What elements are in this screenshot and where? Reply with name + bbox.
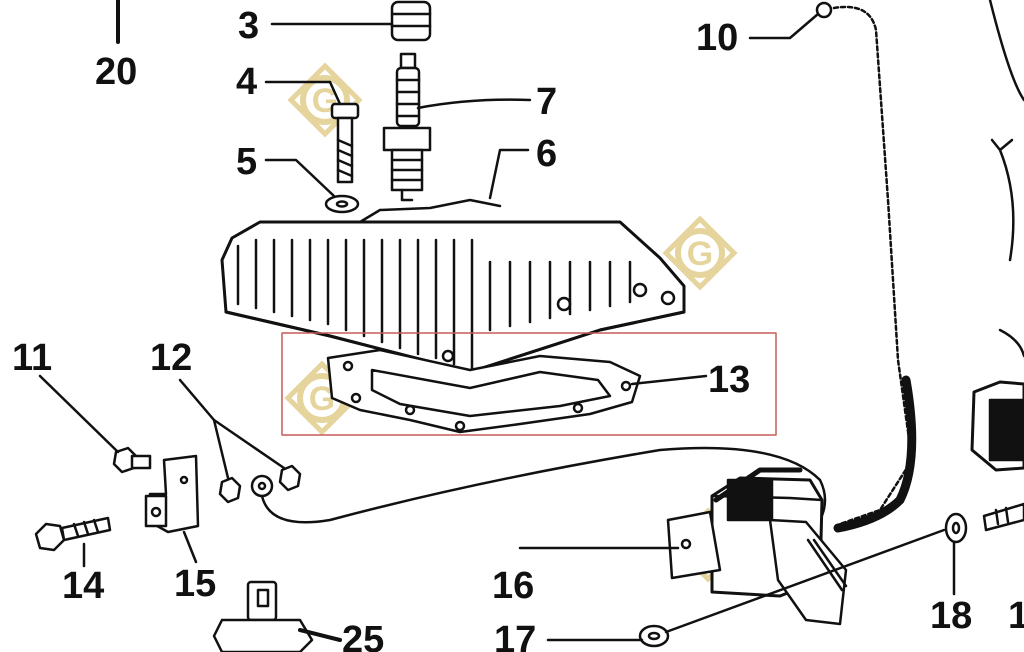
callout-14: 14 xyxy=(62,565,104,607)
leader-line-13 xyxy=(630,374,708,386)
callout-7: 7 xyxy=(536,81,557,123)
part-coil-nut xyxy=(546,528,946,648)
leader-line-6 xyxy=(488,148,530,200)
part-long-bolt xyxy=(34,516,112,568)
callout-6: 6 xyxy=(536,133,557,175)
part-bolt xyxy=(264,80,360,184)
callout-10: 10 xyxy=(696,17,738,59)
leader-line-5 xyxy=(264,158,336,198)
part-washer xyxy=(264,158,360,214)
leader-line-12b xyxy=(212,418,286,470)
callout-15: 15 xyxy=(174,563,216,605)
callout-13: 13 xyxy=(708,359,750,401)
leader-line-7 xyxy=(416,98,532,110)
part-gasket xyxy=(326,348,708,434)
part-right-edge-assembly xyxy=(970,0,1024,472)
callout-5: 5 xyxy=(236,141,257,183)
highlight-box-part-13 xyxy=(281,332,777,436)
part-spark-plug xyxy=(382,52,532,202)
callout-4: 4 xyxy=(236,61,257,103)
part-cylinder-head xyxy=(220,148,686,374)
part-small-bolt xyxy=(38,374,152,474)
part-nuts-ground-lug xyxy=(178,378,827,524)
callout-3: 3 xyxy=(238,5,259,47)
part-clamp-25 xyxy=(212,580,342,652)
callout-12: 12 xyxy=(150,337,192,379)
callout-19-partial: 1 xyxy=(1008,595,1024,637)
part-ht-lead xyxy=(748,1,917,533)
callout-18: 18 xyxy=(930,595,972,637)
leader-line-10 xyxy=(748,12,820,40)
callout-labels: 20 3 4 5 7 6 10 11 12 13 14 15 16 17 18 … xyxy=(12,5,1024,652)
leader-line-11 xyxy=(38,374,120,454)
part-spark-plug-cap xyxy=(270,0,432,42)
callout-25: 25 xyxy=(342,619,384,652)
callout-17: 17 xyxy=(494,619,536,652)
part-washer-bolt-right xyxy=(944,502,1024,596)
part-ignition-coil xyxy=(518,467,848,626)
leader-line-4 xyxy=(328,80,342,106)
callout-11: 11 xyxy=(12,337,52,379)
callout-16: 16 xyxy=(492,565,534,607)
callout-20: 20 xyxy=(95,51,137,93)
leader-line-15 xyxy=(182,530,198,564)
part-bracket xyxy=(144,454,200,564)
